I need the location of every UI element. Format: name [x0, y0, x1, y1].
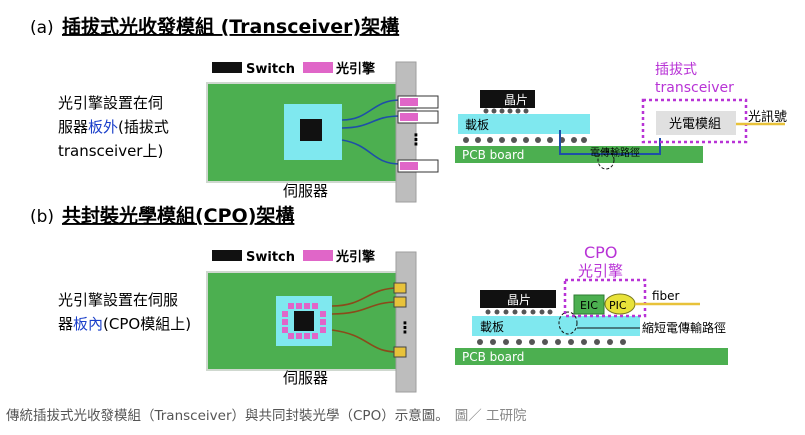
- caption-credit: 圖／ 工研院: [454, 408, 527, 424]
- switch-chip-b: [294, 311, 314, 331]
- trace-a-3: [341, 139, 401, 165]
- fiber-label-b: fiber: [652, 289, 680, 303]
- cpo-label-b-2: 光引擎: [578, 262, 623, 280]
- note-a-line1: 光引擎設置在伺: [58, 94, 163, 112]
- section-b-marker: (b): [30, 207, 54, 227]
- legend-switch-label: Switch: [246, 62, 295, 77]
- server-label-b: 伺服器: [283, 369, 328, 387]
- chip-b: [480, 290, 556, 308]
- substrate-a: [458, 114, 590, 134]
- connector-b-1: [393, 282, 407, 294]
- note-a-line3: transceiver上): [58, 142, 163, 160]
- substrate-label-a: 載板: [465, 118, 489, 132]
- section-b: (b) 共封裝光學模組(CPO)架構 Switch 光引擎 光引擎設置在伺服 器…: [30, 204, 728, 393]
- legend-optical-swatch: [303, 62, 333, 73]
- short-path-label-b: 縮短電傳輸路徑: [642, 320, 726, 335]
- figure-caption: 傳統插拔式光收發模組（Transceiver）與共同封裝光學（CPO）示意圖。圖…: [6, 404, 796, 424]
- legend-switch-swatch: [212, 62, 242, 73]
- path-label-a: 電傳輸路徑: [590, 146, 640, 159]
- note-b-line2: 器板內(CPO模組上): [58, 315, 191, 333]
- server-label-a: 伺服器: [283, 182, 328, 200]
- signal-label-a: 光訊號: [748, 110, 787, 125]
- section-a: (a) 插拔式光收發模組 (Transceiver)架構 Switch 光引擎 …: [30, 15, 787, 203]
- legend-switch-swatch-b: [212, 250, 242, 261]
- connector-b-3: [393, 346, 407, 358]
- module-label-a: 光電模組: [669, 117, 721, 132]
- cpo-boundary-b: [563, 278, 647, 318]
- note-a-line2: 服器板外(插拔式: [58, 118, 169, 136]
- short-path-marker-b: [558, 311, 578, 335]
- trace-a-1: [341, 99, 401, 121]
- chip-bumps-b: [485, 309, 553, 315]
- legend-optical-swatch-b: [303, 250, 333, 261]
- section-b-title: 共封裝光學模組(CPO)架構: [62, 204, 294, 227]
- pcb-label-b: PCB board: [462, 350, 524, 364]
- eic-b: [573, 294, 605, 315]
- legend-optical-label-b: 光引擎: [335, 249, 375, 265]
- pluggable-label-a-1: 插拔式: [655, 62, 697, 78]
- pcb-label-a: PCB board: [462, 148, 524, 162]
- dots-a: ⋮: [408, 130, 424, 149]
- cpo-label-b-1: CPO: [584, 243, 617, 262]
- substrate-label-b: 載板: [480, 320, 504, 334]
- dots-b: ⋮: [397, 318, 413, 337]
- architecture-diagram: (a) 插拔式光收發模組 (Transceiver)架構 Switch 光引擎 …: [30, 15, 787, 393]
- chip-a: [480, 90, 535, 108]
- pluggable-label-a-2: transceiver: [655, 80, 734, 96]
- switch-chip-a: [300, 119, 322, 141]
- chip-bumps-a: [483, 108, 529, 114]
- connector-b-2: [393, 296, 407, 308]
- fiber-b-2: [331, 301, 399, 315]
- optical-engines-b: [282, 303, 326, 339]
- substrate-b: [472, 316, 640, 336]
- fiber-b-3: [331, 329, 399, 353]
- caption-text: 傳統插拔式光收發模組（Transceiver）與共同封裝光學（CPO）示意圖。: [6, 408, 449, 424]
- section-a-title: 插拔式光收發模組 (Transceiver)架構: [62, 15, 399, 38]
- substrate-bumps-b: [477, 339, 626, 345]
- pic-label-b: PIC: [609, 299, 627, 312]
- trace-a-2: [341, 115, 401, 129]
- pcb-board-b: [455, 348, 728, 365]
- chip-label-a: 晶片: [504, 93, 528, 107]
- chip-label-b: 晶片: [507, 293, 531, 307]
- fiber-b-1: [331, 287, 399, 307]
- eic-label-b: EIC: [580, 299, 598, 312]
- note-b-line1: 光引擎設置在伺服: [58, 291, 178, 309]
- optical-module-a: [656, 111, 736, 135]
- section-a-marker: (a): [30, 18, 54, 38]
- electrical-path-a: [559, 130, 661, 155]
- path-marker-a: [597, 150, 615, 170]
- legend-switch-label-b: Switch: [246, 250, 295, 265]
- substrate-bumps-a: [463, 137, 587, 143]
- legend-optical-label: 光引擎: [335, 61, 375, 77]
